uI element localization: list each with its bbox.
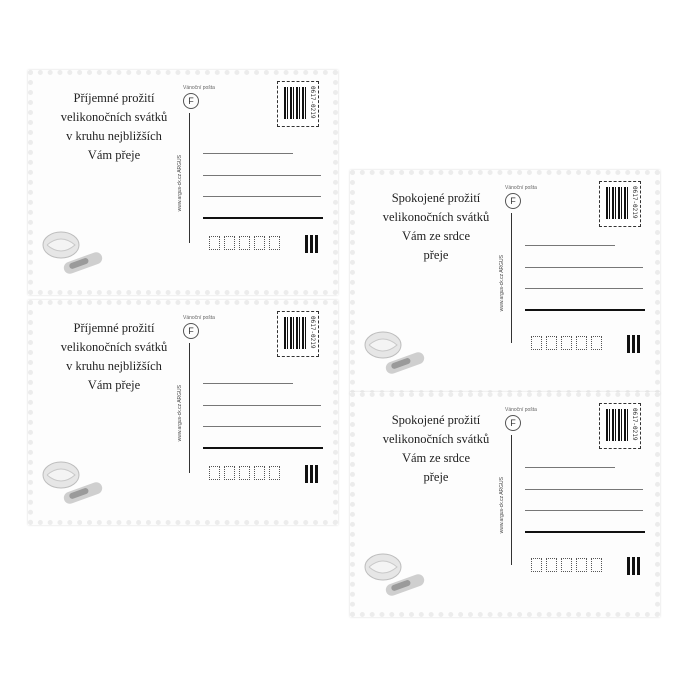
address-line bbox=[203, 153, 293, 154]
address-line bbox=[525, 267, 643, 268]
postcard-1: Příjemné prožití velikonočních svátků v … bbox=[28, 70, 338, 295]
address-line bbox=[203, 383, 293, 384]
stamp-box: 0617-0219 bbox=[277, 311, 319, 357]
greeting-line: velikonočních svátků bbox=[382, 432, 490, 446]
barcode-icon bbox=[606, 187, 628, 219]
badge-label: Vánoční pošta bbox=[183, 315, 215, 321]
badge-label: Vánoční pošta bbox=[183, 85, 215, 91]
stamp-box: 0617-0219 bbox=[599, 403, 641, 449]
postal-code-boxes bbox=[531, 557, 606, 576]
address-line bbox=[525, 510, 643, 511]
greeting-line: velikonočních svátků bbox=[382, 210, 490, 224]
barcode-marks-icon bbox=[627, 335, 642, 357]
publisher-text: www.argus-ck.cz ARGUS bbox=[499, 255, 505, 312]
stamp-box: 0617-0219 bbox=[599, 181, 641, 227]
stamp-code: 0617-0219 bbox=[309, 316, 316, 349]
barcode-marks-icon bbox=[305, 465, 320, 487]
badge-label: Vánoční pošta bbox=[505, 407, 537, 413]
address-line bbox=[525, 288, 643, 289]
greeting-line: přeje bbox=[423, 470, 449, 484]
f-badge-icon: F bbox=[505, 415, 521, 431]
stamp-code: 0617-0219 bbox=[631, 186, 638, 219]
address-line bbox=[203, 405, 321, 406]
barcode-marks-icon bbox=[627, 557, 642, 579]
stamp-code: 0617-0219 bbox=[631, 408, 638, 441]
greeting-line: přeje bbox=[423, 248, 449, 262]
publisher-text: www.argus-ck.cz ARGUS bbox=[499, 477, 505, 534]
greeting-line: v kruhu nejbližších bbox=[66, 129, 162, 143]
divider-line bbox=[189, 343, 190, 473]
barcode-marks-icon bbox=[305, 235, 320, 257]
stamp-box: 0617-0219 bbox=[277, 81, 319, 127]
publisher-text: www.argus-ck.cz ARGUS bbox=[177, 155, 183, 212]
address-line-bold bbox=[203, 447, 323, 449]
easter-egg-ornament bbox=[42, 231, 103, 274]
f-badge-icon: F bbox=[183, 93, 199, 109]
address-line bbox=[525, 245, 615, 246]
badge-label: Vánoční pošta bbox=[505, 185, 537, 191]
postal-code-boxes bbox=[209, 235, 284, 254]
address-line bbox=[203, 426, 321, 427]
greeting-line: velikonočních svátků bbox=[60, 110, 168, 124]
divider-line bbox=[511, 435, 512, 565]
easter-egg-ornament bbox=[364, 331, 425, 374]
address-line-bold bbox=[203, 217, 323, 219]
f-badge-icon: F bbox=[505, 193, 521, 209]
barcode-icon bbox=[606, 409, 628, 441]
f-badge-icon: F bbox=[183, 323, 199, 339]
greeting-text: Spokojené prožití velikonočních svátků V… bbox=[361, 411, 511, 487]
address-line bbox=[203, 196, 321, 197]
greeting-line: Vám přeje bbox=[87, 148, 141, 162]
stamp-code: 0617-0219 bbox=[309, 86, 316, 119]
greeting-line: Vám ze srdce bbox=[401, 451, 471, 465]
address-line bbox=[525, 489, 643, 490]
greeting-line: v kruhu nejbližších bbox=[66, 359, 162, 373]
postcard-4: Spokojené prožití velikonočních svátků V… bbox=[350, 392, 660, 617]
greeting-text: Příjemné prožití velikonočních svátků v … bbox=[39, 89, 189, 165]
greeting-line: Příjemné prožití bbox=[73, 91, 155, 105]
greeting-line: Spokojené prožití bbox=[391, 191, 481, 205]
easter-egg-ornament bbox=[42, 461, 103, 504]
address-line bbox=[203, 175, 321, 176]
postal-code-boxes bbox=[531, 335, 606, 354]
greeting-line: Spokojené prožití bbox=[391, 413, 481, 427]
postal-code-boxes bbox=[209, 465, 284, 484]
postcard-3: Příjemné prožití velikonočních svátků v … bbox=[28, 300, 338, 525]
greeting-line: Příjemné prožití bbox=[73, 321, 155, 335]
greeting-line: Vám přeje bbox=[87, 378, 141, 392]
address-line bbox=[525, 467, 615, 468]
address-line-bold bbox=[525, 309, 645, 311]
barcode-icon bbox=[284, 317, 306, 349]
greeting-text: Spokojené prožití velikonočních svátků V… bbox=[361, 189, 511, 265]
divider-line bbox=[511, 213, 512, 343]
easter-egg-ornament bbox=[364, 553, 425, 596]
postcard-2: Spokojené prožití velikonočních svátků V… bbox=[350, 170, 660, 395]
greeting-line: Vám ze srdce bbox=[401, 229, 471, 243]
greeting-text: Příjemné prožití velikonočních svátků v … bbox=[39, 319, 189, 395]
barcode-icon bbox=[284, 87, 306, 119]
divider-line bbox=[189, 113, 190, 243]
publisher-text: www.argus-ck.cz ARGUS bbox=[177, 385, 183, 442]
greeting-line: velikonočních svátků bbox=[60, 340, 168, 354]
address-line-bold bbox=[525, 531, 645, 533]
